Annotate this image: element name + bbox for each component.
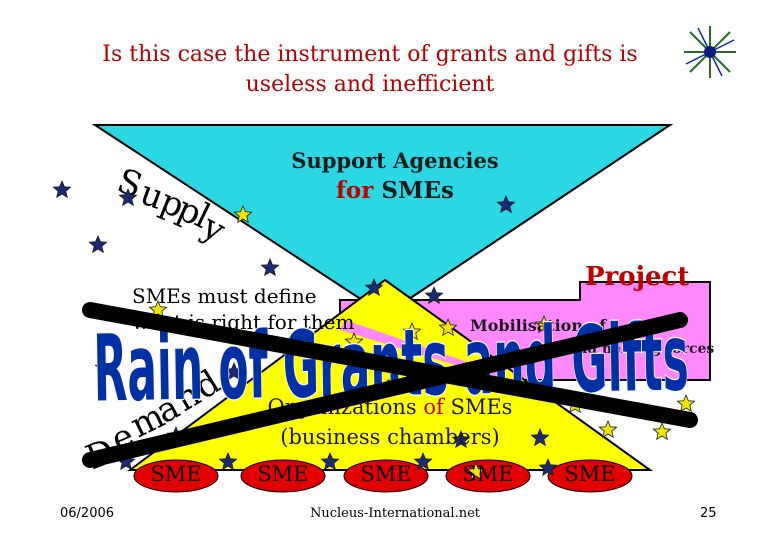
sme-label: SME <box>462 462 514 486</box>
star-icon <box>413 451 433 471</box>
cross-line <box>82 312 688 468</box>
star-icon <box>676 393 696 413</box>
star-icon <box>218 451 238 471</box>
star-icon <box>598 419 618 439</box>
sme-node <box>547 459 633 493</box>
star-icon <box>652 421 672 441</box>
star-icon <box>438 317 458 337</box>
star-icon <box>88 234 108 254</box>
star-icon <box>224 361 244 381</box>
smes-word: SMEs <box>381 177 454 204</box>
star-icon <box>538 457 558 477</box>
sme-node <box>240 459 326 493</box>
star-icon <box>402 321 422 341</box>
star-icon <box>344 331 364 351</box>
cross-line <box>82 302 698 428</box>
of-word: of <box>423 395 444 419</box>
sme-label: SME <box>150 462 202 486</box>
star-icon <box>364 277 384 297</box>
sme-node <box>133 459 219 493</box>
footer-site: Nucleus-International.net <box>310 506 480 521</box>
sme-label: SME <box>360 462 412 486</box>
slide-title: Is this case the instrument of grants an… <box>102 42 638 97</box>
supply-label: S u p p l y <box>112 161 232 251</box>
star-icon <box>534 314 554 334</box>
star-icon <box>451 429 471 449</box>
smes-word-2: SMEs <box>450 395 513 419</box>
sme-node <box>343 459 429 493</box>
star-icon <box>424 285 444 305</box>
stars <box>52 179 696 481</box>
star-icon <box>52 179 72 199</box>
star-icon <box>260 257 280 277</box>
star-icon <box>496 194 516 214</box>
sme-label: SME <box>564 462 616 486</box>
star-icon <box>530 427 550 447</box>
mobilisation-label: Mobilisation of <box>470 316 607 335</box>
support-agencies-line: Support Agencies <box>291 148 499 173</box>
star-icon <box>118 187 138 207</box>
support-agencies-label: Support Agencies for SMEs <box>260 146 530 206</box>
star-icon <box>320 451 340 471</box>
business-chambers-line: (business chambers) <box>280 425 500 449</box>
star-icon <box>94 357 114 377</box>
footer-date: 06/2006 <box>60 506 115 521</box>
footer-page: 25 <box>700 506 717 521</box>
star-icon <box>148 299 168 319</box>
compass-star-icon <box>684 26 736 78</box>
for-word: for <box>336 177 374 204</box>
sme-nodes <box>133 459 633 493</box>
star-icon <box>233 204 253 224</box>
star-icon <box>466 461 486 481</box>
sme-label: SME <box>257 462 309 486</box>
project-label: Project <box>585 262 690 292</box>
sme-node <box>445 459 531 493</box>
